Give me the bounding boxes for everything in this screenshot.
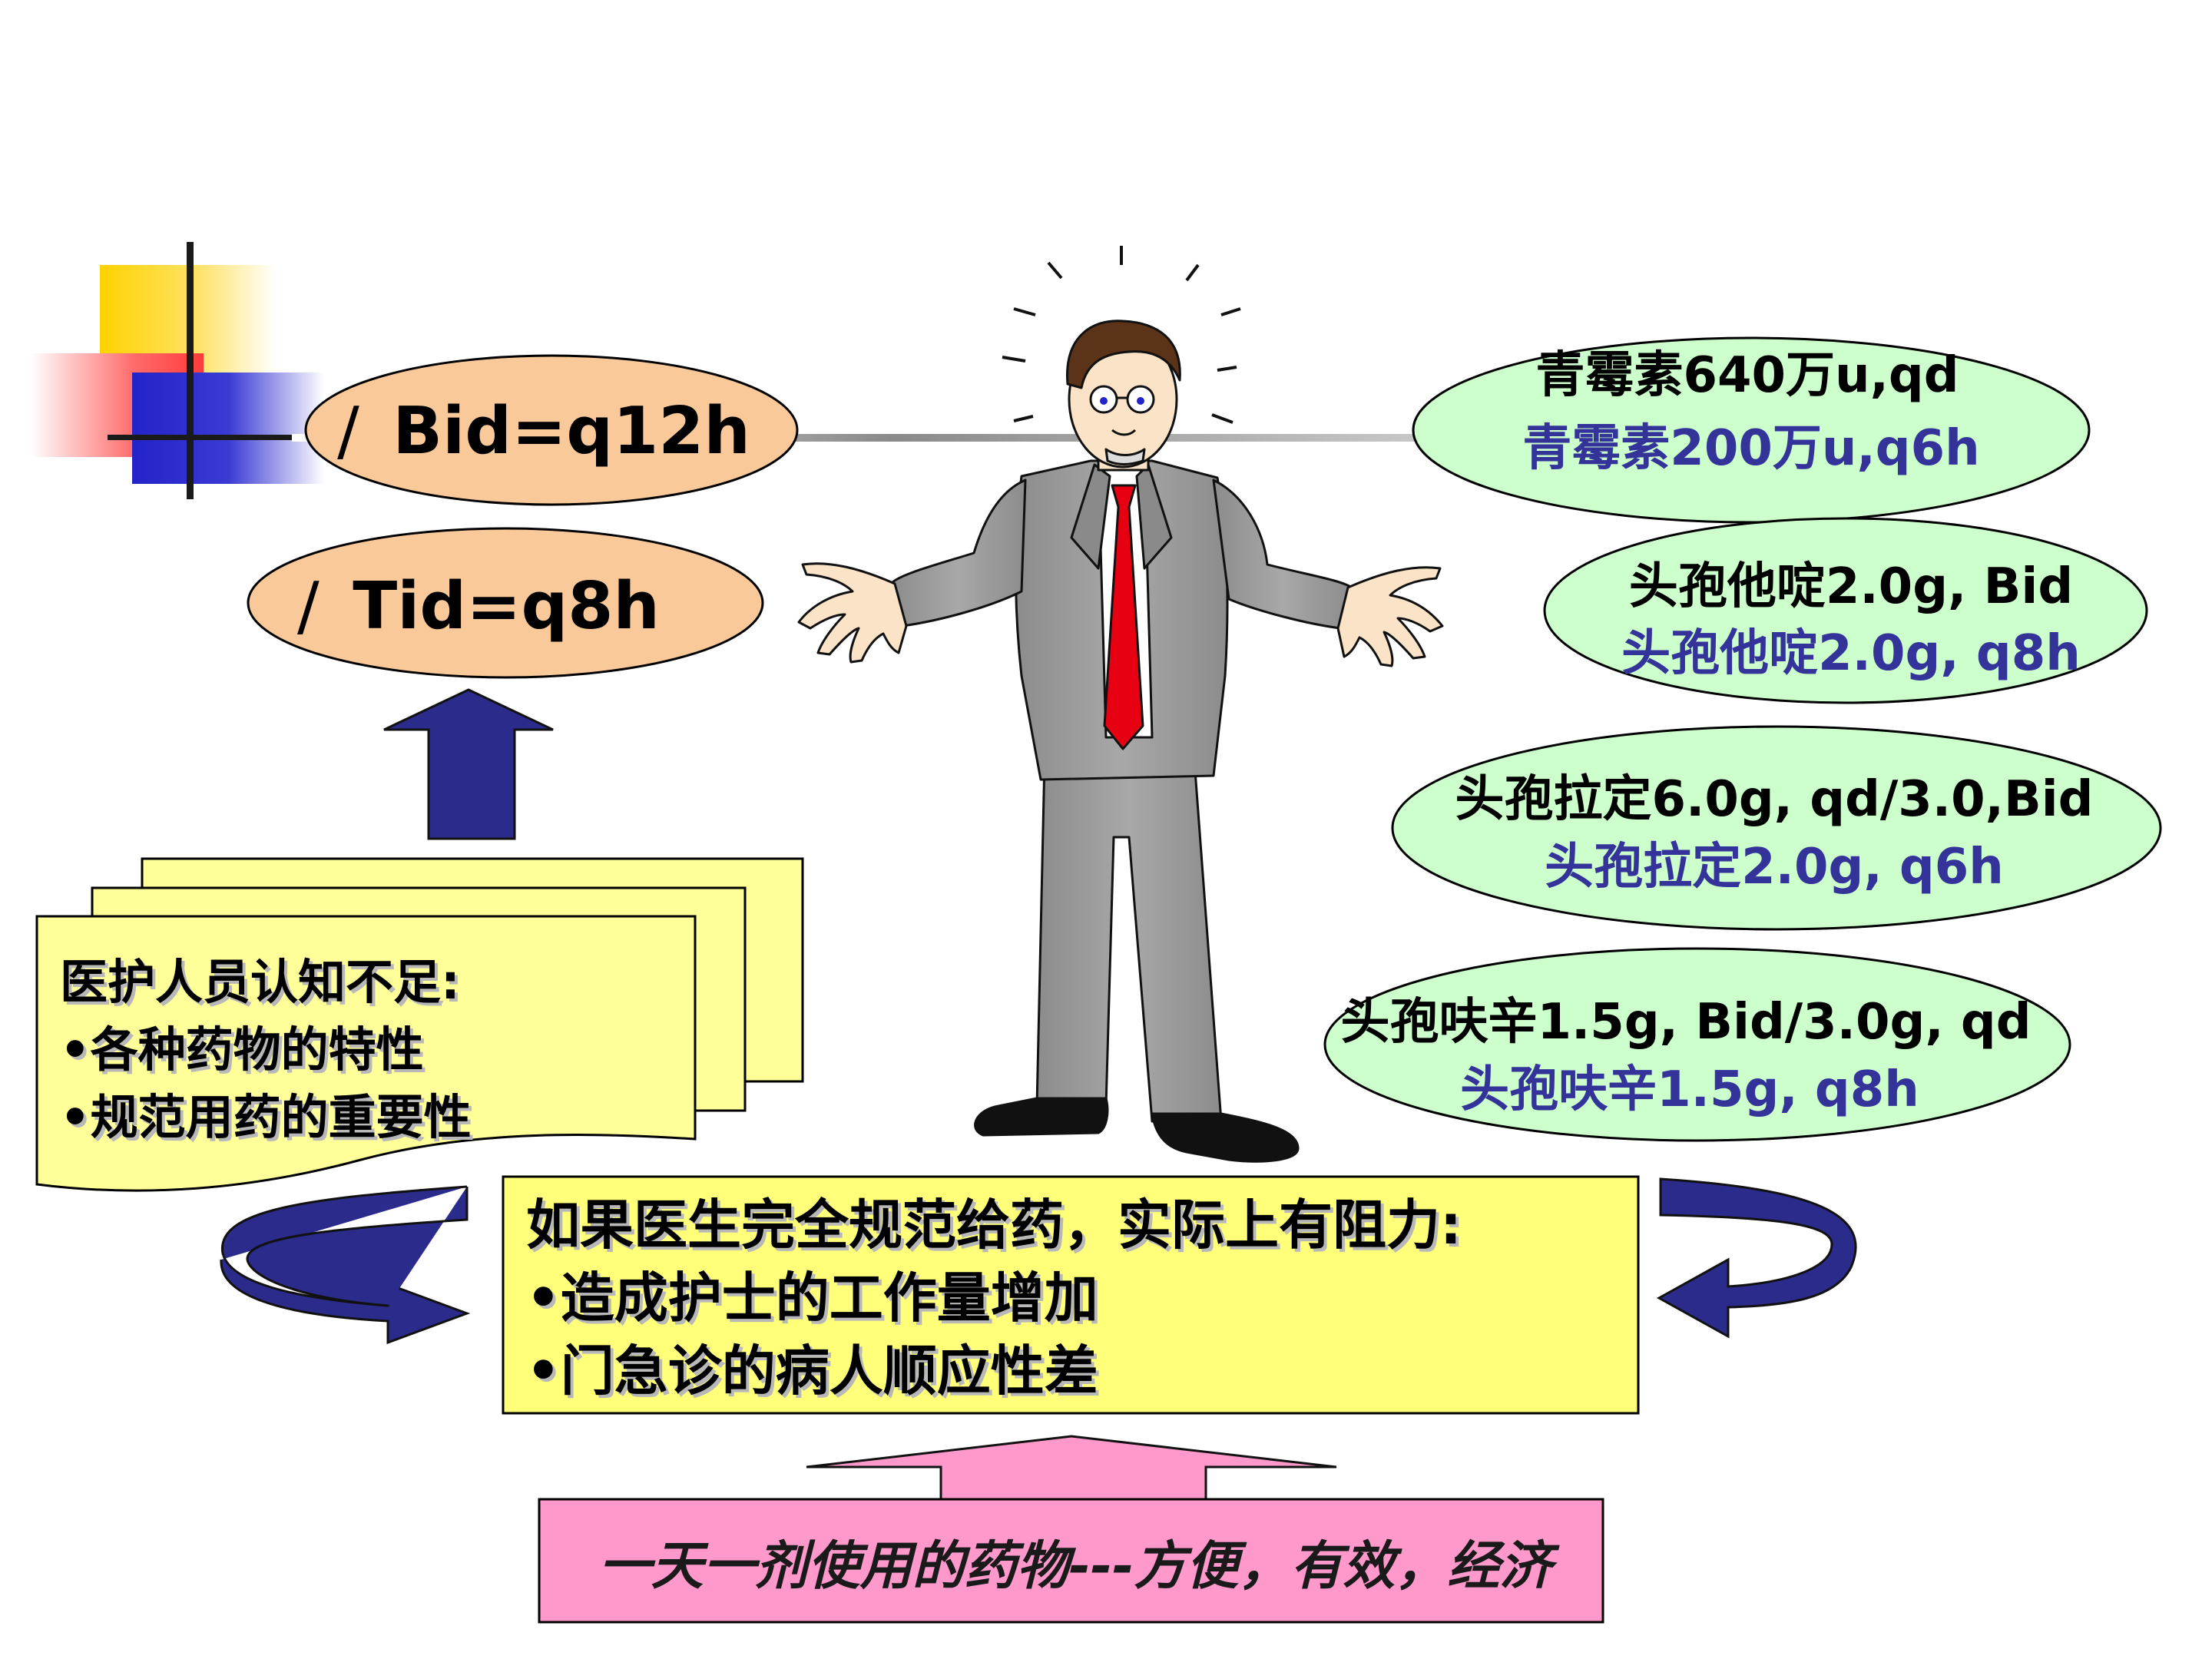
resistance-item: •造成护士的工作量增加 <box>526 1267 1098 1330</box>
resistance-box-text: 如果医生完全规范给药，实际上有阻力: •造成护士的工作量增加 •门急诊的病人顺应… <box>526 1189 1462 1408</box>
shrugging-man-illustration <box>797 246 1444 1163</box>
bottom-box-text: 一天一剂使用的药物---方便，有效，经济 <box>599 1536 1561 1597</box>
regimen-oval-cefuroxime: 头孢呋辛1.5g, Bid/3.0g, qd 头孢呋辛1.5g, q8h <box>1323 947 2071 1142</box>
regimen-oval-cefradine: 头孢拉定6.0g, qd/3.0,Bid 头孢拉定2.0g, q6h <box>1391 725 2162 931</box>
staff-note-item: •规范用药的重要性 <box>60 1089 472 1145</box>
regimen-oval-penicillin: 青霉素640万u,qd 青霉素200万u,q6h <box>1412 336 2091 524</box>
regimen-old: 头孢呋辛1.5g, Bid/3.0g, qd <box>1340 994 2031 1051</box>
regimen-new: 头孢他啶2.0g, q8h <box>1621 625 2081 682</box>
staff-note-text: 医护人员认知不足: •各种药物的特性 •规范用药的重要性 <box>60 949 472 1151</box>
regimen-new: 青霉素200万u,q6h <box>1522 420 1979 477</box>
regimen-new: 头孢拉定2.0g, q6h <box>1545 839 2004 896</box>
frequency-oval-tid: / Tid=q8h <box>247 527 764 679</box>
staff-note-item: •各种药物的特性 <box>60 1022 424 1078</box>
freq-slash: / <box>297 568 320 644</box>
freq-slash: / <box>337 393 359 469</box>
curved-arrow-right <box>1656 1177 1857 1339</box>
regimen-old: 青霉素640万u,qd <box>1535 347 1959 404</box>
regimen-new: 头孢呋辛1.5g, q8h <box>1460 1061 1919 1118</box>
resistance-box <box>502 1175 1640 1415</box>
staff-note-title: 医护人员认知不足: <box>60 954 460 1010</box>
corner-decoration <box>31 242 324 499</box>
curved-arrow-left <box>220 1185 471 1345</box>
regimen-oval-ceftazidime: 头孢他啶2.0g, Bid 头孢他啶2.0g, q8h <box>1543 517 2148 704</box>
svg-text:/ Tid=q8h: / Tid=q8h <box>297 568 660 644</box>
freq-label: Bid=q12h <box>392 393 750 469</box>
staff-note-stack <box>35 857 804 1192</box>
freq-label: Tid=q8h <box>353 568 660 644</box>
resistance-title: 如果医生完全规范给药，实际上有阻力: <box>526 1194 1462 1257</box>
frequency-oval-bid: / Bid=q12h <box>304 354 799 506</box>
svg-text:/ Bid=q12h: / Bid=q12h <box>337 393 750 469</box>
up-arrow-bottom <box>806 1435 1337 1503</box>
resistance-item: •门急诊的病人顺应性差 <box>526 1339 1098 1402</box>
bottom-box <box>538 1498 1604 1624</box>
stress-lines <box>1002 246 1241 424</box>
regimen-old: 头孢拉定6.0g, qd/3.0,Bid <box>1455 771 2094 828</box>
up-arrow-left <box>383 688 554 840</box>
regimen-old: 头孢他啶2.0g, Bid <box>1629 558 2073 615</box>
header-rule <box>292 434 1490 442</box>
